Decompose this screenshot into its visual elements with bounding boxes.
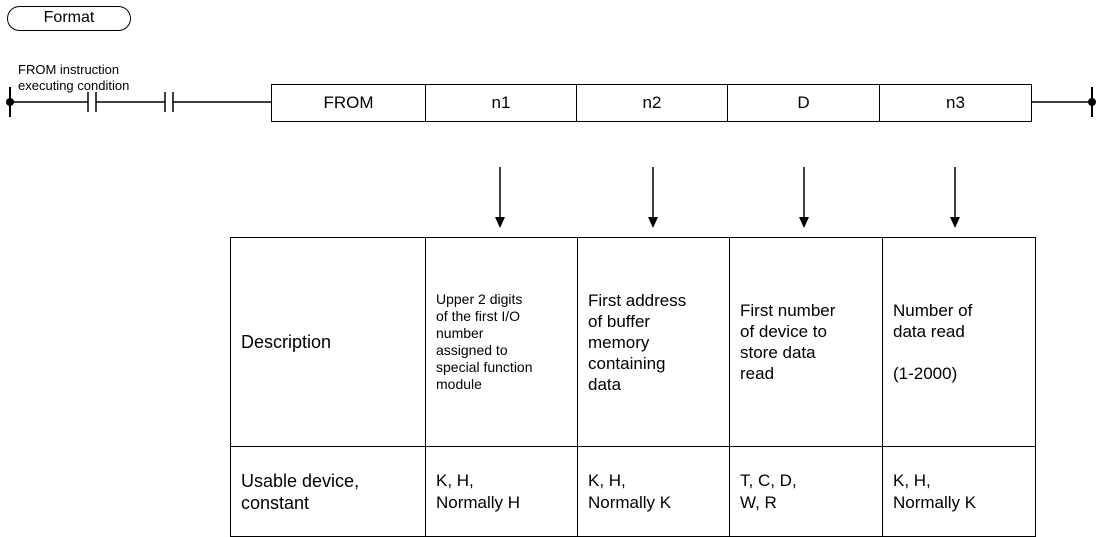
arrow-n2-head — [648, 217, 658, 228]
n2-usable: K, H, Normally K — [577, 446, 730, 537]
operand-n3-cell: n3 — [880, 84, 1032, 122]
d-description: First number of device to store data rea… — [729, 237, 883, 447]
from-instruction-block: FROM n1 n2 D n3 — [271, 84, 1032, 122]
instruction-name-cell: FROM — [271, 84, 426, 122]
n3-usable: K, H, Normally K — [882, 446, 1036, 537]
arrow-n1-head — [495, 217, 505, 228]
n3-description: Number of data read (1-2000) — [882, 237, 1036, 447]
arrow-d-head — [799, 217, 809, 228]
operand-description-table: Description Upper 2 digits of the first … — [230, 237, 1036, 537]
description-row: Description Upper 2 digits of the first … — [230, 237, 1036, 447]
executing-condition-label: FROM instruction executing condition — [18, 62, 130, 93]
n1-description: Upper 2 digits of the first I/O number a… — [425, 237, 578, 447]
operand-d-cell: D — [728, 84, 880, 122]
description-header: Description — [230, 237, 426, 447]
n1-usable: K, H, Normally H — [425, 446, 578, 537]
operand-n1-cell: n1 — [426, 84, 577, 122]
d-usable: T, C, D, W, R — [729, 446, 883, 537]
ladder-diagram — [6, 87, 1096, 228]
usable-device-header: Usable device, constant — [230, 446, 426, 537]
arrow-n3-head — [950, 217, 960, 228]
format-badge: Format — [7, 6, 131, 31]
usable-device-row: Usable device, constant K, H, Normally H… — [230, 446, 1036, 537]
operand-n2-cell: n2 — [577, 84, 728, 122]
n2-description: First address of buffer memory containin… — [577, 237, 730, 447]
